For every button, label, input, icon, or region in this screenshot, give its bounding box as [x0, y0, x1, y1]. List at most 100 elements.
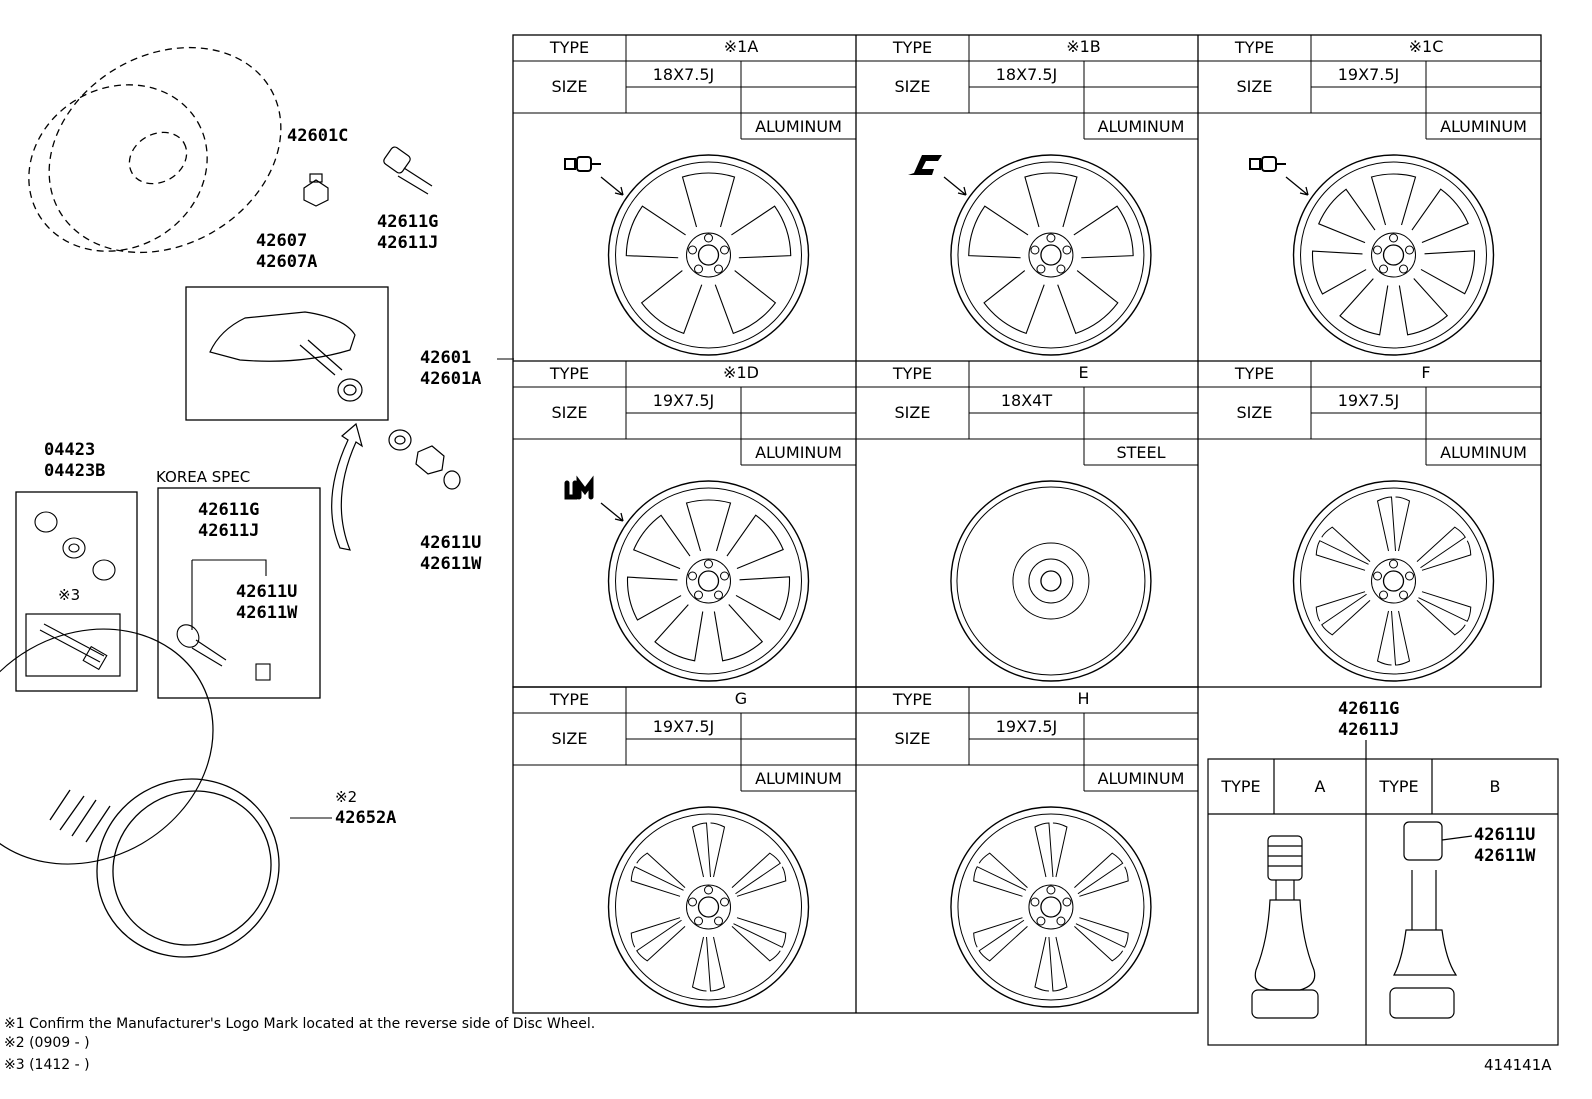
part-label-42611j: 42611J	[377, 233, 439, 253]
wheel-size-value: 18X7.5J	[652, 65, 715, 84]
pointer-arrow-icon	[1285, 176, 1309, 196]
alloy-wheel-icon	[607, 806, 810, 1008]
L-logo-icon	[908, 155, 942, 175]
footnote-2: ※2 (0909 - )	[4, 1035, 90, 1051]
part-label-42611w: 42611W	[420, 554, 482, 574]
size-label: SIZE	[551, 77, 588, 96]
alloy-wheel-icon	[1292, 480, 1495, 682]
wheel-size-value: 19X7.5J	[1337, 65, 1400, 84]
size-label: SIZE	[894, 77, 931, 96]
wheel-material: STEEL	[1116, 443, 1166, 462]
pointer-arrow-icon	[943, 176, 967, 196]
nut-42601c-icon	[303, 173, 329, 207]
wheel-size-value: 18X7.5J	[995, 65, 1058, 84]
korea-spec-label: KOREA SPEC	[156, 468, 251, 486]
valve-cap-icon	[388, 429, 461, 490]
valve-type-a-icon	[1251, 835, 1319, 1019]
korea-label-42611j: 42611J	[198, 521, 260, 541]
korea-label-42611u: 42611U	[236, 582, 298, 602]
pointer-arrow-icon	[600, 176, 624, 196]
wheel-size-value: 19X7.5J	[652, 391, 715, 410]
size-label: SIZE	[894, 403, 931, 422]
wheel-material: ALUMINUM	[755, 117, 842, 136]
part-label-42611g: 42611G	[377, 212, 439, 232]
type-label: TYPE	[892, 38, 933, 57]
wheel-size-value: 19X7.5J	[995, 717, 1058, 736]
alloy-wheel-icon	[1292, 154, 1495, 356]
wheel-size-value: 19X7.5J	[652, 717, 715, 736]
valve-logo-icon	[1249, 156, 1286, 172]
tire-illustration	[0, 628, 280, 958]
part-label-04423b: 04423B	[44, 461, 106, 481]
type-label: TYPE	[549, 364, 590, 383]
type-label: TYPE	[892, 364, 933, 383]
valve-cap-42611w: 42611W	[1474, 846, 1536, 866]
UM-logo-icon	[564, 475, 594, 500]
part-label-42601: 42601	[420, 348, 472, 368]
korea-label-42611g: 42611G	[198, 500, 260, 520]
valve-kit-icon	[34, 511, 116, 581]
valve-cap-42611u: 42611U	[1474, 825, 1536, 845]
wheel-type-value: ※1A	[723, 37, 759, 56]
wheel-material: ALUMINUM	[1440, 443, 1527, 462]
valve-title-42611g: 42611G	[1338, 699, 1400, 719]
size-label: SIZE	[551, 729, 588, 748]
tpms-sensor-icon	[209, 311, 363, 402]
alloy-wheel-icon	[950, 154, 1152, 356]
alloy-wheel-icon	[607, 480, 810, 682]
wheel-type-value: F	[1421, 363, 1431, 382]
mark-3-label: ※3	[58, 586, 81, 604]
wheel-type-value: ※1B	[1066, 37, 1101, 56]
wheel-material: ALUMINUM	[1440, 117, 1527, 136]
type-label: TYPE	[549, 690, 590, 709]
size-label: SIZE	[894, 729, 931, 748]
korea-valve-icon	[176, 624, 271, 681]
wheel-material: ALUMINUM	[1097, 117, 1185, 136]
diagram-id: 414141A	[1484, 1056, 1552, 1074]
part-label-42611u: 42611U	[420, 533, 482, 553]
valve-type-label-b: TYPE	[1379, 777, 1419, 796]
type-label: TYPE	[1234, 364, 1275, 383]
type-label: TYPE	[892, 690, 933, 709]
footnote-1: ※1 Confirm the Manufacturer's Logo Mark …	[4, 1016, 596, 1032]
part-label-42652a: 42652A	[335, 808, 397, 828]
valve-42611g-icon	[383, 146, 433, 195]
wheel-type-value: ※1C	[1408, 37, 1444, 56]
assembly-arrow	[331, 422, 364, 551]
steel-wheel-icon	[950, 480, 1152, 682]
size-label: SIZE	[551, 403, 588, 422]
valve-logo-icon	[564, 156, 601, 172]
part-label-04423: 04423	[44, 440, 96, 460]
type-label: TYPE	[549, 38, 590, 57]
wheel-type-value: G	[734, 689, 748, 708]
wheel-size-value: 19X7.5J	[1337, 391, 1400, 410]
wheel-type-value: E	[1078, 363, 1089, 382]
alloy-wheel-icon	[607, 154, 810, 356]
spare-wheel-illustration	[28, 46, 282, 254]
wheel-type-value: ※1D	[723, 363, 759, 382]
type-label: TYPE	[1234, 38, 1275, 57]
size-label: SIZE	[1236, 403, 1273, 422]
wheel-material: ALUMINUM	[755, 769, 842, 788]
wheel-material: ALUMINUM	[755, 443, 842, 462]
wheel-type-value: H	[1077, 689, 1090, 708]
wheel-size-value: 18X4T	[1000, 391, 1053, 410]
part-label-42601c: 42601C	[287, 126, 349, 146]
part-label-42607: 42607	[256, 231, 308, 251]
valve-core-icon	[39, 623, 108, 671]
valve-title-42611j: 42611J	[1338, 720, 1400, 740]
size-label: SIZE	[1236, 77, 1273, 96]
alloy-wheel-icon	[950, 806, 1152, 1008]
wheel-material: ALUMINUM	[1097, 769, 1185, 788]
footnote-3: ※3 (1412 - )	[4, 1057, 90, 1073]
valve-type-b: B	[1489, 777, 1501, 796]
sensor-box	[185, 286, 389, 421]
valve-type-a: A	[1314, 777, 1326, 796]
part-label-42607a: 42607A	[256, 252, 318, 272]
valve-type-label-a: TYPE	[1221, 777, 1261, 796]
korea-label-42611w: 42611W	[236, 603, 298, 623]
valve-type-b-icon	[1389, 821, 1473, 1019]
mark-2-label: ※2	[335, 788, 358, 806]
pointer-arrow-icon	[600, 502, 624, 522]
